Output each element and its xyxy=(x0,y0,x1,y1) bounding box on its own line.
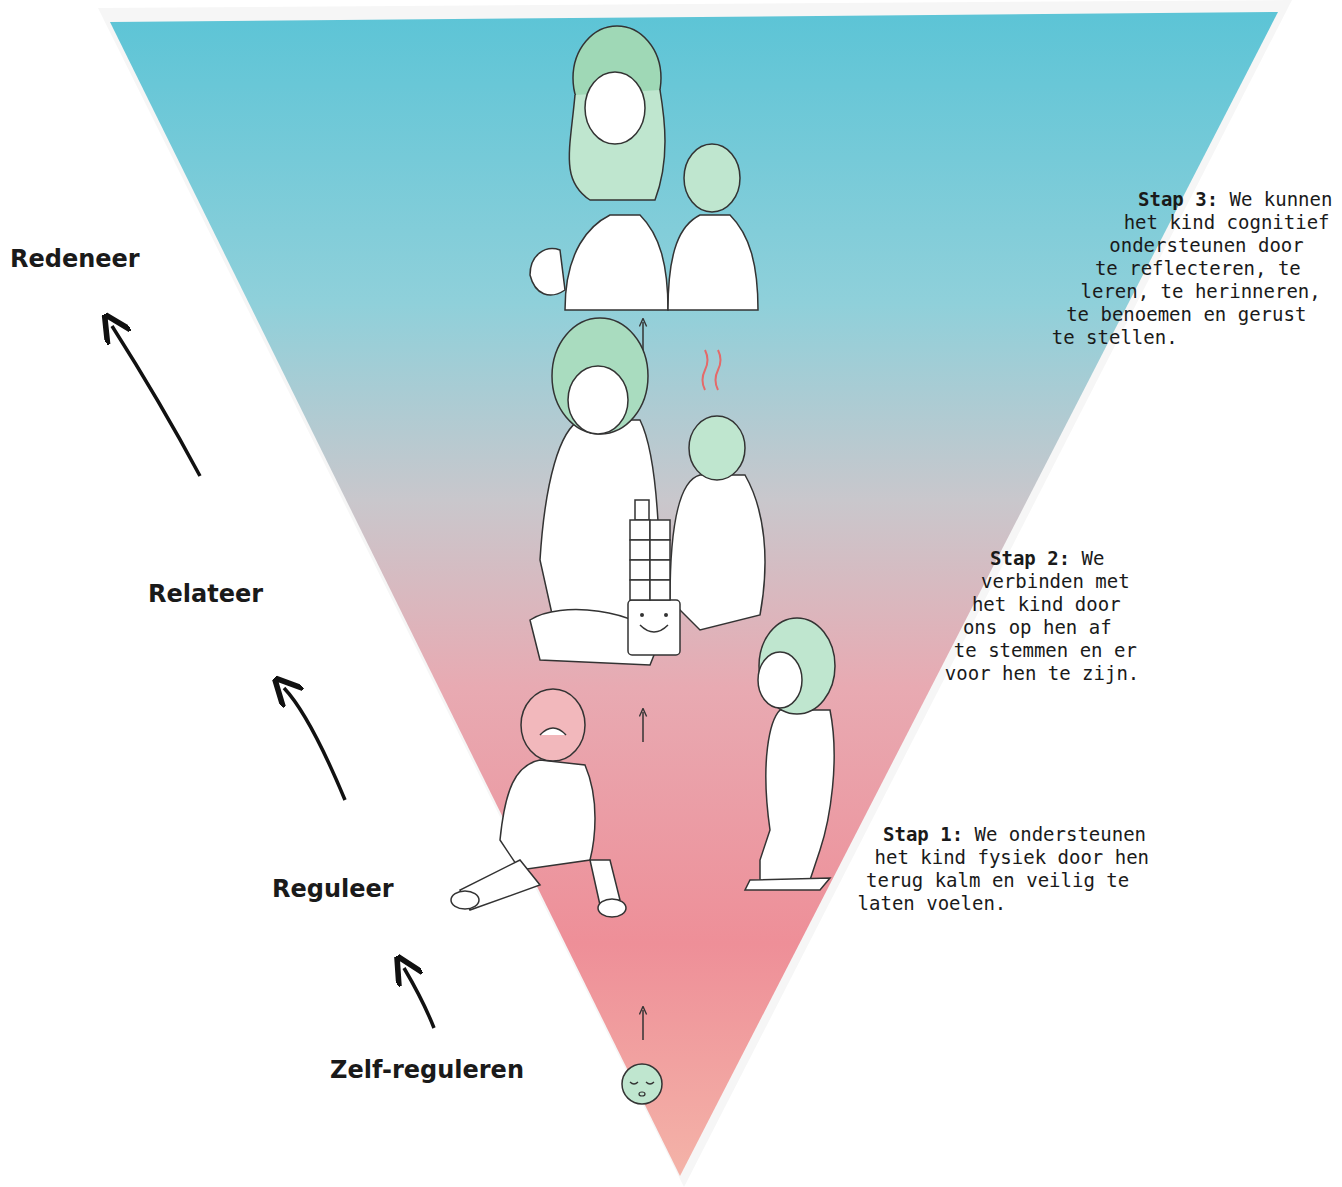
step-heading: Stap 1: xyxy=(883,823,963,845)
stage-label: Zelf-reguleren xyxy=(330,1056,524,1084)
label-group: Stap 2:We verbinden met het kind door on… xyxy=(935,547,1140,687)
step-text: We kunnen het kind cognitief ondersteune… xyxy=(1052,188,1333,348)
label-group: Relateer xyxy=(148,580,263,608)
label-group: Reguleer xyxy=(272,875,394,903)
step-heading: Stap 3: xyxy=(1138,188,1218,210)
label-group: Stap 1:We ondersteunen het kind fysiek d… xyxy=(848,823,1158,918)
label-group: Zelf-reguleren xyxy=(330,1056,524,1084)
label-group: Redeneer xyxy=(10,245,140,273)
label-group: Stap 3:We kunnen het kind cognitief onde… xyxy=(1013,188,1338,388)
step-heading: Stap 2: xyxy=(990,547,1070,569)
stage-label: Reguleer xyxy=(272,875,394,903)
stage-label: Redeneer xyxy=(10,245,140,273)
stage-label: Relateer xyxy=(148,580,263,608)
